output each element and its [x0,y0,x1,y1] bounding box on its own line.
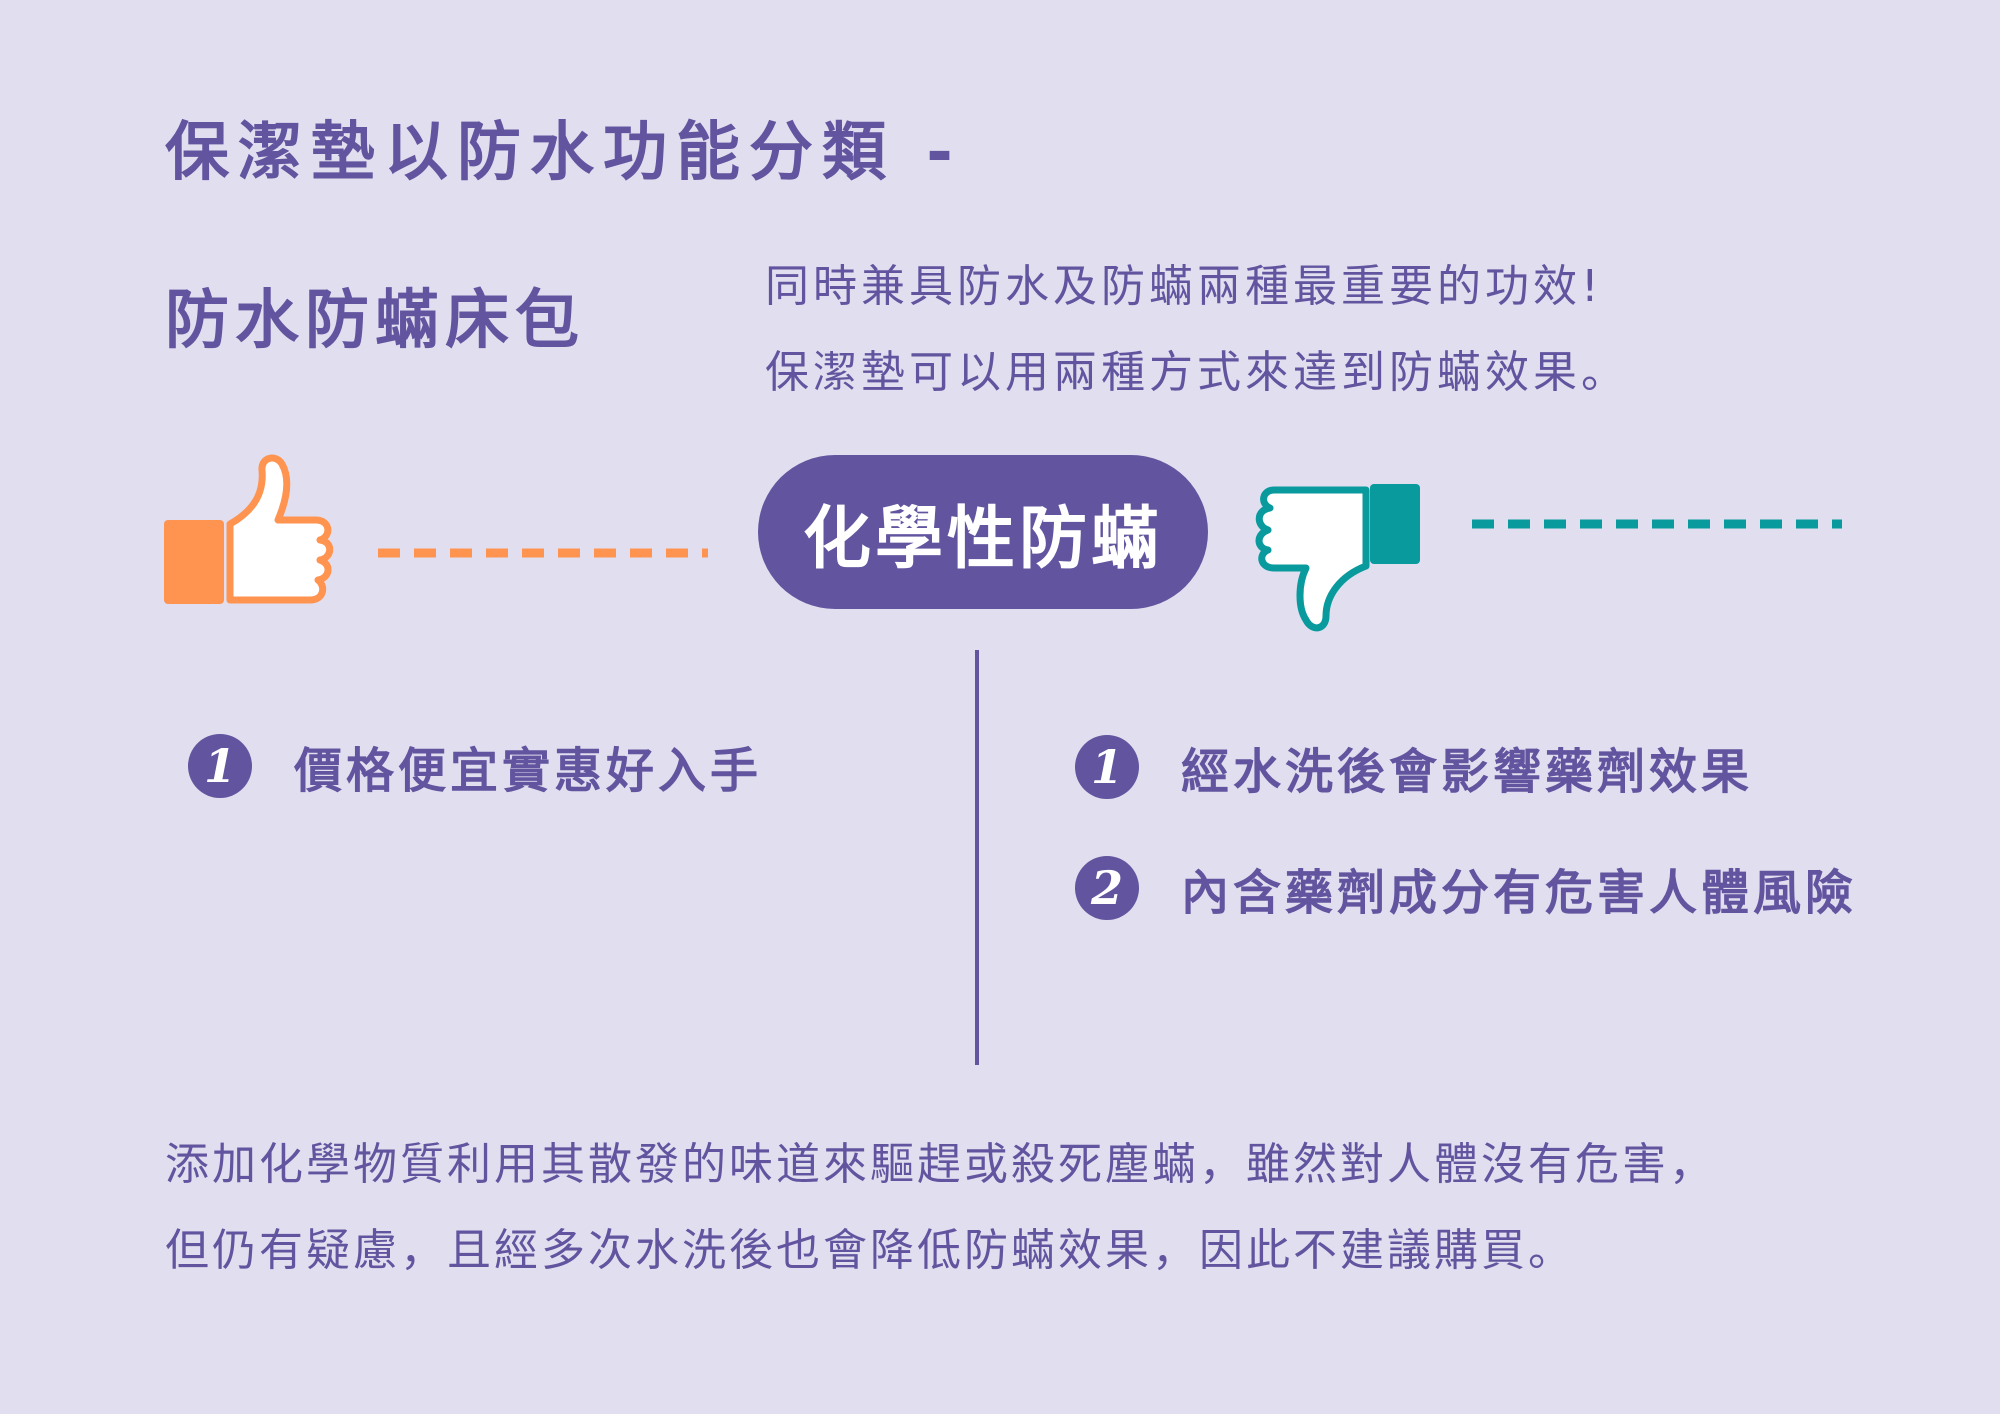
teal-dashed-line [1472,519,1842,529]
section-subtitle: 防水防蟎床包 [165,284,585,358]
number-badge-icon: 1 [188,734,252,798]
con-item-label: 內含藥劑成分有危害人體風險 [1181,865,1858,921]
number-badge-icon: 1 [1075,735,1139,799]
pro-item-label: 價格便宜實惠好入手 [294,743,763,799]
pro-item-1: 1 價格便宜實惠好入手 [188,731,762,801]
thumbs-up-icon [164,454,334,604]
con-item-1: 1 經水洗後會影響藥劑效果 [1075,732,1753,802]
thumbs-down-icon [1255,484,1420,632]
number-badge-icon: 2 [1075,856,1139,920]
intro-line-1: 同時兼具防水及防蟎兩種最重要的功效! [765,261,1603,312]
center-divider [975,650,979,1065]
orange-dashed-line [378,548,708,558]
footer-description: 添加化學物質利用其散發的味道來驅趕或殺死塵蟎，雖然對人體沒有危害， 但仍有疑慮，… [165,1122,1716,1294]
chemical-mite-prevention-pill: 化學性防蟎 [758,455,1208,609]
page-title: 保潔墊以防水功能分類 - [165,116,962,190]
intro-line-2: 保潔墊可以用兩種方式來達到防蟎效果。 [765,347,1629,398]
footer-line-1: 添加化學物質利用其散發的味道來驅趕或殺死塵蟎，雖然對人體沒有危害， [165,1139,1716,1190]
con-item-label: 經水洗後會影響藥劑效果 [1181,744,1754,800]
con-item-2: 2 內含藥劑成分有危害人體風險 [1075,853,1857,923]
footer-line-2: 但仍有疑慮，且經多次水洗後也會降低防蟎效果，因此不建議購買。 [165,1225,1575,1276]
intro-text: 同時兼具防水及防蟎兩種最重要的功效! 保潔墊可以用兩種方式來達到防蟎效果。 [765,244,1629,416]
